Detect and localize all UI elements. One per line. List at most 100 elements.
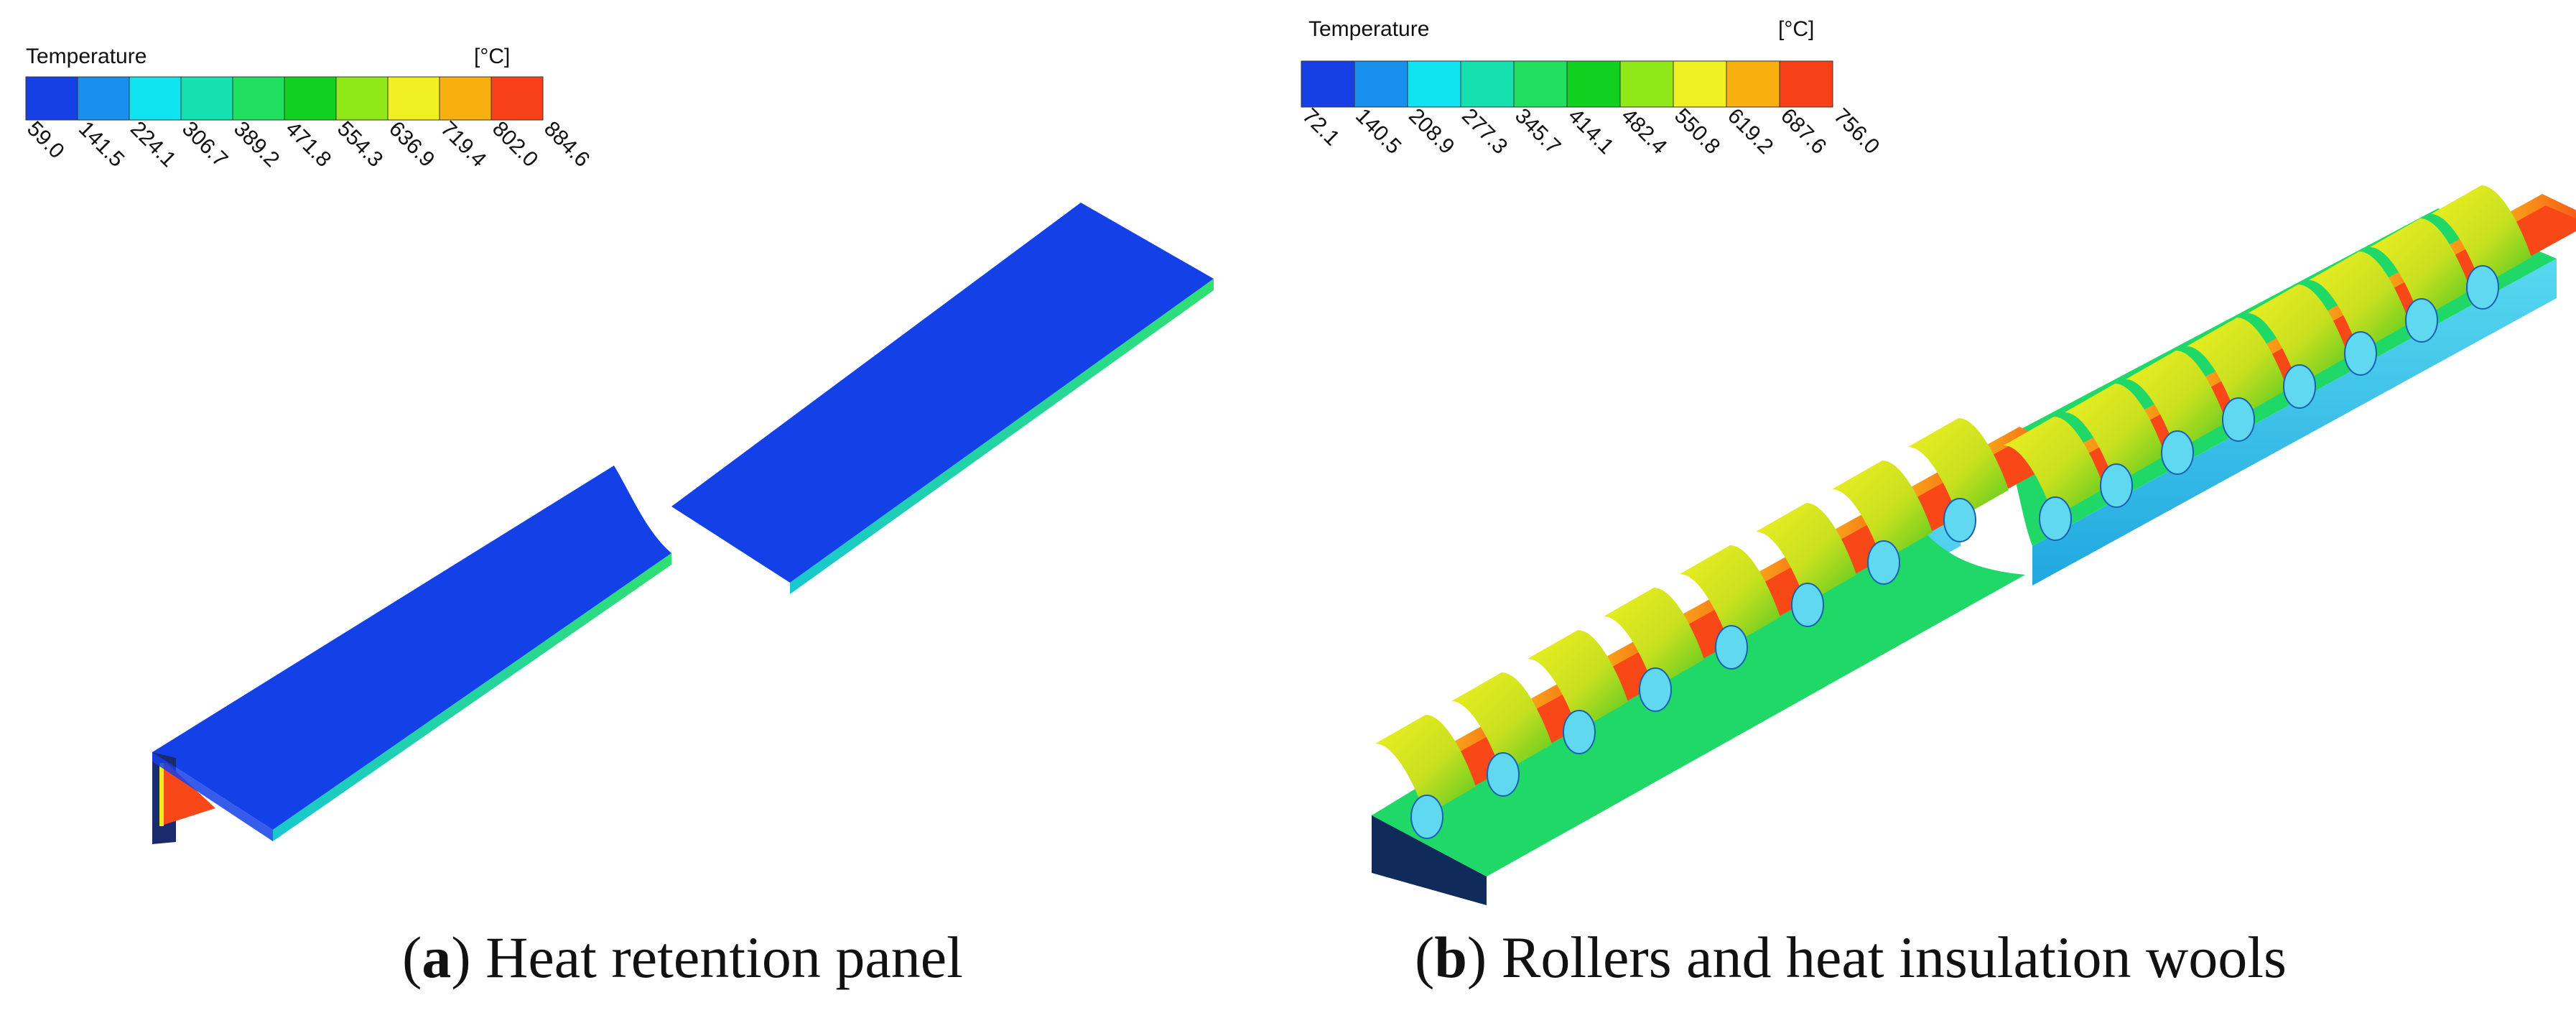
colorbar-tick-label: 636.9 [384,117,439,172]
legend-b-title: Temperature [1308,17,1429,41]
roller-body [2126,351,2226,451]
block-near-top-face [1372,496,2025,876]
roller-units-far [2004,185,2576,541]
colorbar-tick-label: 140.5 [1351,104,1405,159]
roller-body [1680,545,1780,646]
colorbar-segment [439,76,492,121]
colorbar-tick-label: 306.7 [177,117,232,172]
colorbar-segment [1354,60,1408,108]
colorbar-tick-label: 554.3 [333,117,387,172]
colorbar-segment [77,76,130,121]
roller-body [1604,588,1704,688]
roller-units-near [1375,418,2073,839]
legend-a-unit: [°C] [474,45,510,68]
roller-body [2004,417,2104,517]
colorbar-segment [335,76,389,121]
colorbar-tick-label: 141.5 [74,117,129,172]
roller-body [2309,251,2409,352]
roller-body [1908,418,2009,519]
roller-end-cap [1563,710,1596,754]
colorbar-tick-label: 884.6 [539,117,594,172]
legend-a-title: Temperature [26,45,147,68]
colorbar-segment [1460,60,1515,108]
colorbar-segment [387,76,440,121]
colorbar-segment [232,76,285,121]
caption-b: (b) Rollers and heat insulation wools [1415,925,2287,990]
panel-far-top-face [671,203,1214,583]
colorbar-tick-label: 389.2 [229,117,284,172]
roller-body [1832,461,1933,561]
panel-near-top-face [152,466,671,830]
roller-unit [2431,185,2576,310]
block-near-end-face [1372,815,1487,905]
colorbar-tick-label: 59.0 [22,117,69,164]
colorbar-tick-label: 687.6 [1776,104,1831,159]
roller-end-cap [2283,364,2316,409]
legend-a-colorbar [25,76,544,121]
roller-end-cap [1715,625,1748,670]
roller-end-cap [1639,667,1672,712]
colorbar-tick-label: 345.7 [1510,104,1565,159]
panel-end-lip [152,752,273,841]
colorbar-tick-label: 414.1 [1563,104,1618,159]
colorbar-segment [1407,60,1461,108]
rollers-wools-model [1372,185,2576,905]
roller-end-cap [2466,265,2499,310]
roller-end-cap [2405,298,2438,343]
colorbar-segment [1301,60,1355,108]
roller-end-cap [2222,397,2255,442]
panel-near-side-face [273,553,671,841]
legend-b-colorbar [1301,60,1833,108]
roller-body [1451,672,1552,773]
colorbar-tick-label: 719.4 [436,117,490,172]
roller-body [2431,185,2531,286]
roller-end-cap [1487,752,1520,797]
roller-end-cap [1791,583,1824,627]
colorbar-tick-label: 619.2 [1723,104,1777,159]
colorbar-tick-label: 208.9 [1404,104,1459,159]
panel-far-side-face [790,279,1214,594]
colorbar-segment [490,76,544,121]
colorbar-segment [180,76,233,121]
colorbar-segment [25,76,78,121]
colorbar-segment [129,76,182,121]
colorbar-segment [1779,60,1833,108]
roller-end-cap [1867,540,1900,585]
roller-body [1756,503,1856,603]
roller-end-cap [2039,496,2072,541]
panel-end-hot-zone [159,763,215,826]
colorbar-tick-label: 471.8 [281,117,335,172]
roller-end-cap [2344,331,2377,376]
colorbar-segment [1513,60,1568,108]
roller-end-cap [1943,498,1976,542]
colorbar-tick-label: 482.4 [1617,104,1671,159]
colorbar-segment [1726,60,1780,108]
legend-b-unit: [°C] [1778,17,1814,41]
panel-end-warm-zone [159,763,164,826]
roller-end-cap [2100,463,2133,508]
heat-retention-panel-model [152,203,1214,844]
colorbar-segment [1673,60,1727,108]
colorbar-tick-label: 224.1 [126,117,180,172]
roller-body [2187,318,2287,418]
colorbar-segment [1619,60,1674,108]
colorbar-segment [1566,60,1621,108]
colorbar-tick-label: 802.0 [488,117,542,172]
roller-unit [1375,715,1540,839]
caption-a: (a) Heat retention panel [402,925,963,990]
roller-body [1375,715,1476,815]
colorbar-tick-label: 277.3 [1457,104,1512,159]
roller-body [2065,384,2165,484]
colorbar-tick-label: 756.0 [1829,104,1884,159]
roller-body [2370,218,2470,319]
roller-end-cap [2161,430,2194,475]
colorbar-segment [284,76,337,121]
roller-body [1528,630,1628,731]
